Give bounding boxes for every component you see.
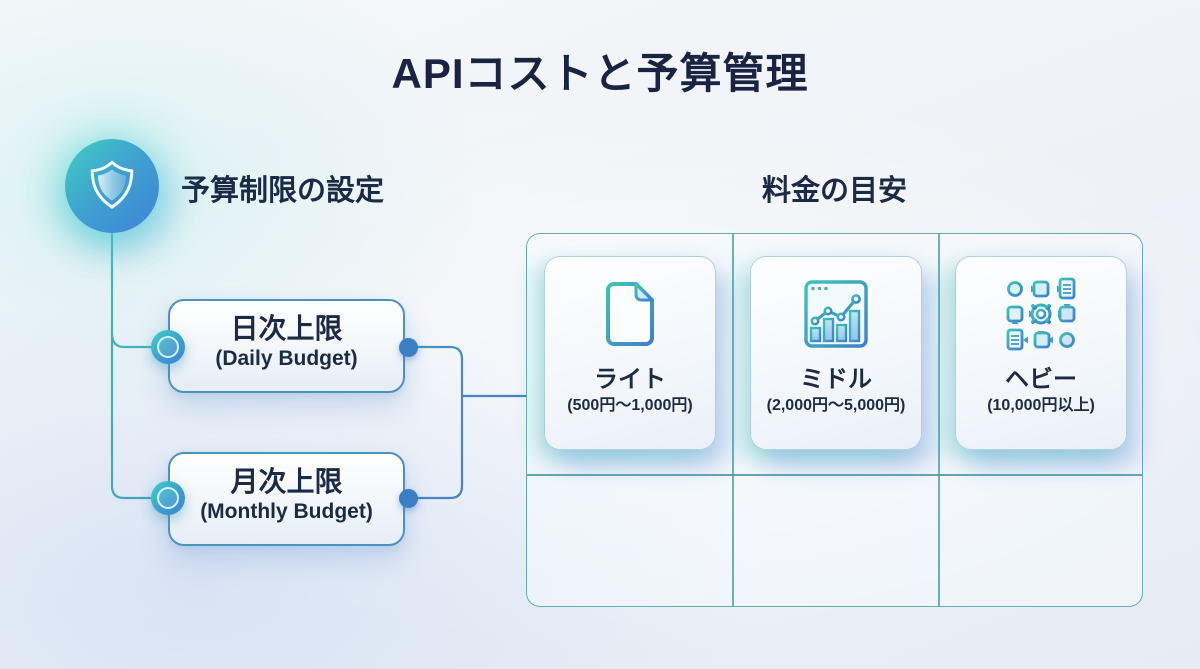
tier-card-heavy: ヘビー (10,000円以上) (955, 256, 1127, 450)
tier-middle-label: ミドル (800, 366, 872, 393)
analytics-icon (804, 280, 868, 348)
table-divider-horizontal (527, 474, 1142, 476)
tier-light-label: ライト (594, 366, 666, 393)
page-title: APIコストと予算管理 (391, 50, 809, 97)
table-divider-vertical-1 (732, 234, 734, 606)
shield-icon (65, 139, 159, 233)
document-icon (606, 282, 654, 346)
budget-limit-heading: 予算制限の設定 (181, 175, 385, 207)
daily-node-ring (157, 336, 179, 358)
daily-budget-sublabel: (Daily Budget) (215, 347, 358, 370)
monthly-connector-dot (399, 489, 418, 508)
tier-heavy-range: (10,000円以上) (987, 397, 1095, 414)
workflow-icon (1006, 277, 1076, 351)
daily-budget-label: 日次上限 (230, 313, 343, 344)
daily-connector-dot (399, 338, 418, 357)
daily-budget-box: 日次上限 (Daily Budget) (168, 299, 405, 393)
tier-middle-range: (2,000円〜5,000円) (766, 397, 906, 414)
monthly-node-ring (157, 487, 179, 509)
tier-card-light: ライト (500円〜1,000円) (544, 256, 716, 450)
tier-light-range: (500円〜1,000円) (567, 397, 693, 414)
monthly-node-circle (151, 481, 185, 515)
table-divider-vertical-2 (938, 234, 940, 606)
tier-heavy-label: ヘビー (1005, 366, 1077, 393)
shield-glyph (90, 160, 134, 209)
pricing-table: ライト (500円〜1,000円) (526, 233, 1143, 607)
monthly-budget-label: 月次上限 (230, 466, 343, 497)
monthly-budget-box: 月次上限 (Monthly Budget) (168, 452, 405, 546)
price-guide-heading: 料金の目安 (761, 175, 907, 207)
tier-card-middle: ミドル (2,000円〜5,000円) (750, 256, 922, 450)
monthly-budget-sublabel: (Monthly Budget) (200, 500, 373, 523)
daily-node-circle (151, 330, 185, 364)
